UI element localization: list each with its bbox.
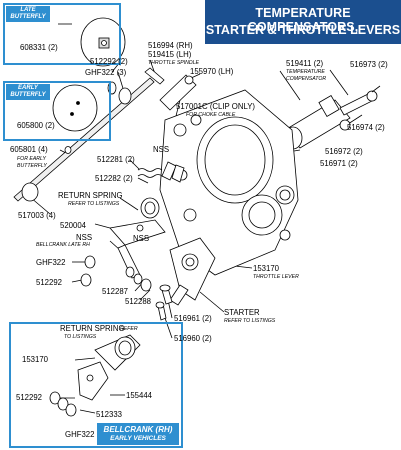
washer: [80, 273, 92, 287]
leader-line: [139, 289, 151, 301]
label-for-early: FOR EARLY: [17, 156, 46, 162]
spring: [137, 168, 163, 172]
label-155444: 155444: [126, 391, 153, 400]
leader-line: [74, 357, 96, 361]
label-temperature: TEMPERATURE: [286, 69, 325, 75]
nut: [21, 182, 39, 202]
tag-line: BELLCRANK (RH): [103, 425, 173, 434]
label-for-choke-cable: FOR CHOKE CABLE: [186, 112, 236, 118]
label-bellcrank-late: BELLCRANK LATE RH: [36, 242, 90, 248]
label-520004: 520004: [60, 221, 87, 230]
label-512282: 512282 (2): [95, 174, 133, 183]
label-517003: 517003 (4): [18, 211, 56, 220]
label-516972: 516972 (2): [325, 147, 363, 156]
label-516974: 516974 (2): [347, 123, 385, 132]
label-512292-mid: 512292: [36, 278, 63, 287]
link-arm-155970: [159, 74, 197, 111]
label-butterfly: BUTTERFLY: [17, 163, 47, 169]
label-519415: 519415 (LH): [148, 50, 192, 59]
throttle-lever: [169, 237, 216, 306]
label-nss-mid: NSS: [133, 234, 150, 243]
bolt-head: [155, 301, 165, 309]
leader-line: [164, 317, 173, 339]
inset-early-butterfly-tag: EARLY BUTTERFLY: [6, 84, 50, 100]
label-ghf322-inset: GHF322: [65, 430, 95, 439]
label-517001c: 517001C (CLIP ONLY): [176, 102, 256, 111]
label-155970: 155970 (LH): [190, 67, 234, 76]
label-605800: 605800 (2): [17, 121, 55, 130]
label-ghf322-mid: GHF322: [36, 258, 66, 267]
label-516971: 516971 (2): [320, 159, 358, 168]
late-butterfly-disc: [80, 17, 126, 67]
temperature-compensator: [283, 85, 381, 150]
label-605801: 605801 (4): [10, 145, 48, 154]
carburettor-body: [159, 89, 299, 276]
washer: [125, 266, 135, 278]
screw: [161, 161, 177, 181]
label-return-spring-inset: RETURN SPRING: [60, 324, 125, 333]
inset-early-butterfly: [3, 81, 111, 141]
leader-line: [71, 279, 83, 283]
screw: [171, 164, 185, 183]
label-refer-listings-2: REFER TO LISTINGS: [224, 318, 276, 324]
bolt-head: [159, 284, 171, 292]
label-throttle-spindle: THROTTLE SPINDLE: [148, 60, 200, 66]
label-compensator: COMPENSATOR: [286, 76, 327, 82]
inset-bellcrank-parts: [49, 334, 141, 417]
washer: [118, 87, 132, 105]
label-512287: 512287: [102, 287, 129, 296]
tag-line: EARLY VEHICLES: [110, 435, 166, 442]
title-banner: TEMPERATURE COMPENSATORS, STARTER & THRO…: [205, 0, 401, 44]
tag-line: BUTTERFLY: [10, 14, 46, 20]
early-butterfly-disc: [52, 84, 98, 132]
spring: [137, 174, 163, 178]
leader-line: [129, 159, 141, 171]
label-512288: 512288: [125, 297, 152, 306]
label-512281: 512281 (2): [97, 155, 135, 164]
title-line-1: TEMPERATURE COMPENSATORS,: [247, 6, 359, 34]
title-line-2: STARTER & THROTTLE LEVERS: [205, 23, 401, 37]
label-return-spring: RETURN SPRING: [58, 191, 123, 200]
label-516961: 516961 (2): [174, 314, 212, 323]
leader-line: [137, 177, 149, 184]
label-refer-listings-1: REFER TO LISTINGS: [68, 201, 120, 207]
bellcrank-tag: BELLCRANK (RH) EARLY VEHICLES: [97, 423, 179, 445]
leader-line: [199, 291, 225, 313]
leader-line: [94, 223, 111, 229]
label-512333: 512333: [96, 410, 123, 419]
label-516960: 516960 (2): [174, 334, 212, 343]
washer: [140, 278, 152, 292]
leader-line: [79, 409, 96, 414]
washer: [84, 255, 96, 269]
leader-line: [329, 69, 349, 96]
washer: [133, 273, 143, 285]
label-153170-main: 153170: [253, 264, 280, 273]
leader-line: [119, 197, 139, 211]
tag-line: EARLY: [18, 85, 38, 91]
label-516994: 516994 (RH): [148, 41, 193, 50]
leader-line: [279, 70, 301, 101]
label-nss-top: NSS: [153, 145, 170, 154]
label-nss-left: NSS: [76, 233, 93, 242]
inset-late-butterfly-tag: LATE BUTTERFLY: [6, 6, 50, 22]
inset-bellcrank: [9, 322, 183, 448]
label-throttle-lever: THROTTLE LEVER: [253, 274, 299, 280]
label-to-listings-inset: TO LISTINGS: [64, 334, 97, 340]
label-516973: 516973 (2): [350, 60, 388, 69]
label-512292-inset: 512292: [16, 393, 43, 402]
bellcrank-late: [109, 219, 166, 279]
label-608331: 608331 (2): [20, 43, 58, 52]
label-153170-inset: 153170: [22, 355, 49, 364]
label-refer-inset: REFER: [120, 326, 138, 332]
tag-line: LATE: [20, 7, 36, 13]
label-519411: 519411 (2): [286, 59, 324, 68]
label-starter: STARTER: [224, 308, 260, 317]
label-512292-top: 512292 (2): [90, 57, 128, 66]
label-ghf322-top: GHF322 (3): [85, 68, 127, 77]
inset-late-butterfly: [3, 3, 121, 65]
tag-line: BUTTERFLY: [10, 92, 46, 98]
screw-head: [64, 146, 72, 154]
